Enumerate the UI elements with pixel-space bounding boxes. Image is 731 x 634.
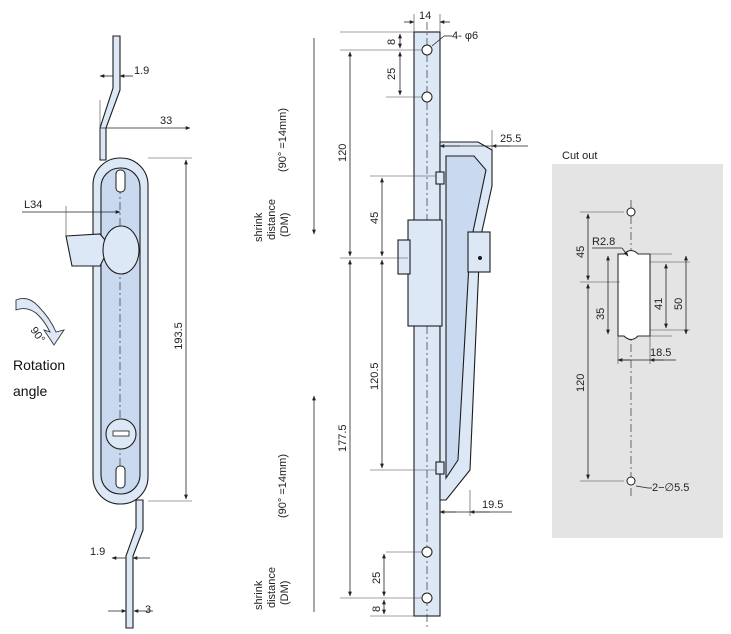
cutout-background bbox=[552, 164, 723, 538]
dim-side-base-depth: 19.5 bbox=[482, 499, 503, 511]
dim-height: 193.5 bbox=[173, 322, 185, 350]
dim-rod-thickness-top: 1.9 bbox=[134, 65, 149, 77]
shrink-top-line1: shrink bbox=[253, 212, 265, 242]
dim-side-top-gap: 8 bbox=[386, 39, 398, 45]
cutout-dim-top: 45 bbox=[575, 246, 587, 258]
shrink-bottom-line1: shrink bbox=[253, 580, 265, 610]
dim-side-holes: 4- φ6 bbox=[452, 30, 478, 42]
shrink-top-line3: (DM) bbox=[279, 213, 291, 237]
shrink-bottom-angle: (90° =14mm) bbox=[277, 454, 289, 518]
side-lock-block bbox=[407, 219, 443, 327]
shrink-bottom-line2: distance bbox=[266, 567, 278, 608]
dim-side-bottom-pitch: 25 bbox=[371, 572, 383, 584]
cutout-dim-radius: R2.8 bbox=[592, 236, 615, 248]
shrink-top-line2: distance bbox=[266, 199, 278, 240]
front-lever-hub bbox=[102, 225, 140, 275]
dim-side-lower: 177.5 bbox=[337, 424, 349, 452]
shrink-top: (90° =14mm) shrink distance (DM) bbox=[253, 38, 316, 242]
front-top-rod bbox=[99, 35, 121, 161]
dim-offset: 33 bbox=[160, 115, 172, 127]
cutout-dim-window: 35 bbox=[595, 308, 607, 320]
dim-rod-thickness-bottom: 1.9 bbox=[90, 546, 105, 558]
rotation-label-line1: Rotation bbox=[13, 357, 65, 373]
dim-side-bottom-gap: 8 bbox=[371, 606, 383, 612]
shrink-bottom: (90° =14mm) shrink distance (DM) bbox=[253, 395, 316, 612]
side-lock-knob bbox=[397, 239, 411, 275]
cutout-dim-holes: 2−∅5.5 bbox=[652, 482, 689, 494]
cutout-hole-bottom bbox=[626, 476, 636, 486]
dim-side-width: 14 bbox=[419, 10, 431, 22]
dim-lever: L34 bbox=[24, 199, 42, 211]
side-hole-4 bbox=[421, 592, 433, 604]
cutout-panel: Cut out 45 120 35 41 50 18.5 R2.8 bbox=[552, 150, 723, 538]
side-hole-3 bbox=[421, 546, 433, 558]
cutout-hole-top bbox=[626, 207, 636, 217]
side-hole-1 bbox=[421, 44, 433, 56]
dim-side-top-pitch: 25 bbox=[386, 68, 398, 80]
rotation-arrow-icon bbox=[15, 298, 66, 346]
dim-rod-width: 3 bbox=[145, 604, 151, 616]
cutout-window bbox=[617, 250, 651, 340]
front-bottom-rod bbox=[125, 499, 144, 629]
dim-side-depth: 25.5 bbox=[500, 133, 521, 145]
shrink-top-angle: (90° =14mm) bbox=[277, 108, 289, 172]
side-hole-2 bbox=[421, 91, 433, 103]
rotation-label-line2: angle bbox=[13, 383, 47, 399]
dim-side-upper: 120 bbox=[337, 144, 349, 162]
front-view: 1.9 33 193.5 L34 1.9 3 90° Rotation angl… bbox=[13, 35, 192, 629]
dim-side-lower-lock: 120.5 bbox=[369, 362, 381, 390]
rotation-angle-value: 90° bbox=[28, 325, 47, 346]
cutout-dim-width: 18.5 bbox=[650, 347, 671, 359]
shrink-bottom-line3: (DM) bbox=[279, 581, 291, 605]
dim-side-upper-lock: 45 bbox=[369, 212, 381, 224]
cutout-title: Cut out bbox=[562, 150, 597, 162]
cutout-dim-outer-height: 50 bbox=[673, 298, 685, 310]
cutout-dim-slot-height: 41 bbox=[653, 298, 665, 310]
side-view: 14 4- φ6 8 25 120 45 120.5 177.5 25 8 bbox=[337, 10, 528, 630]
cutout-dim-bottom: 120 bbox=[575, 374, 587, 392]
